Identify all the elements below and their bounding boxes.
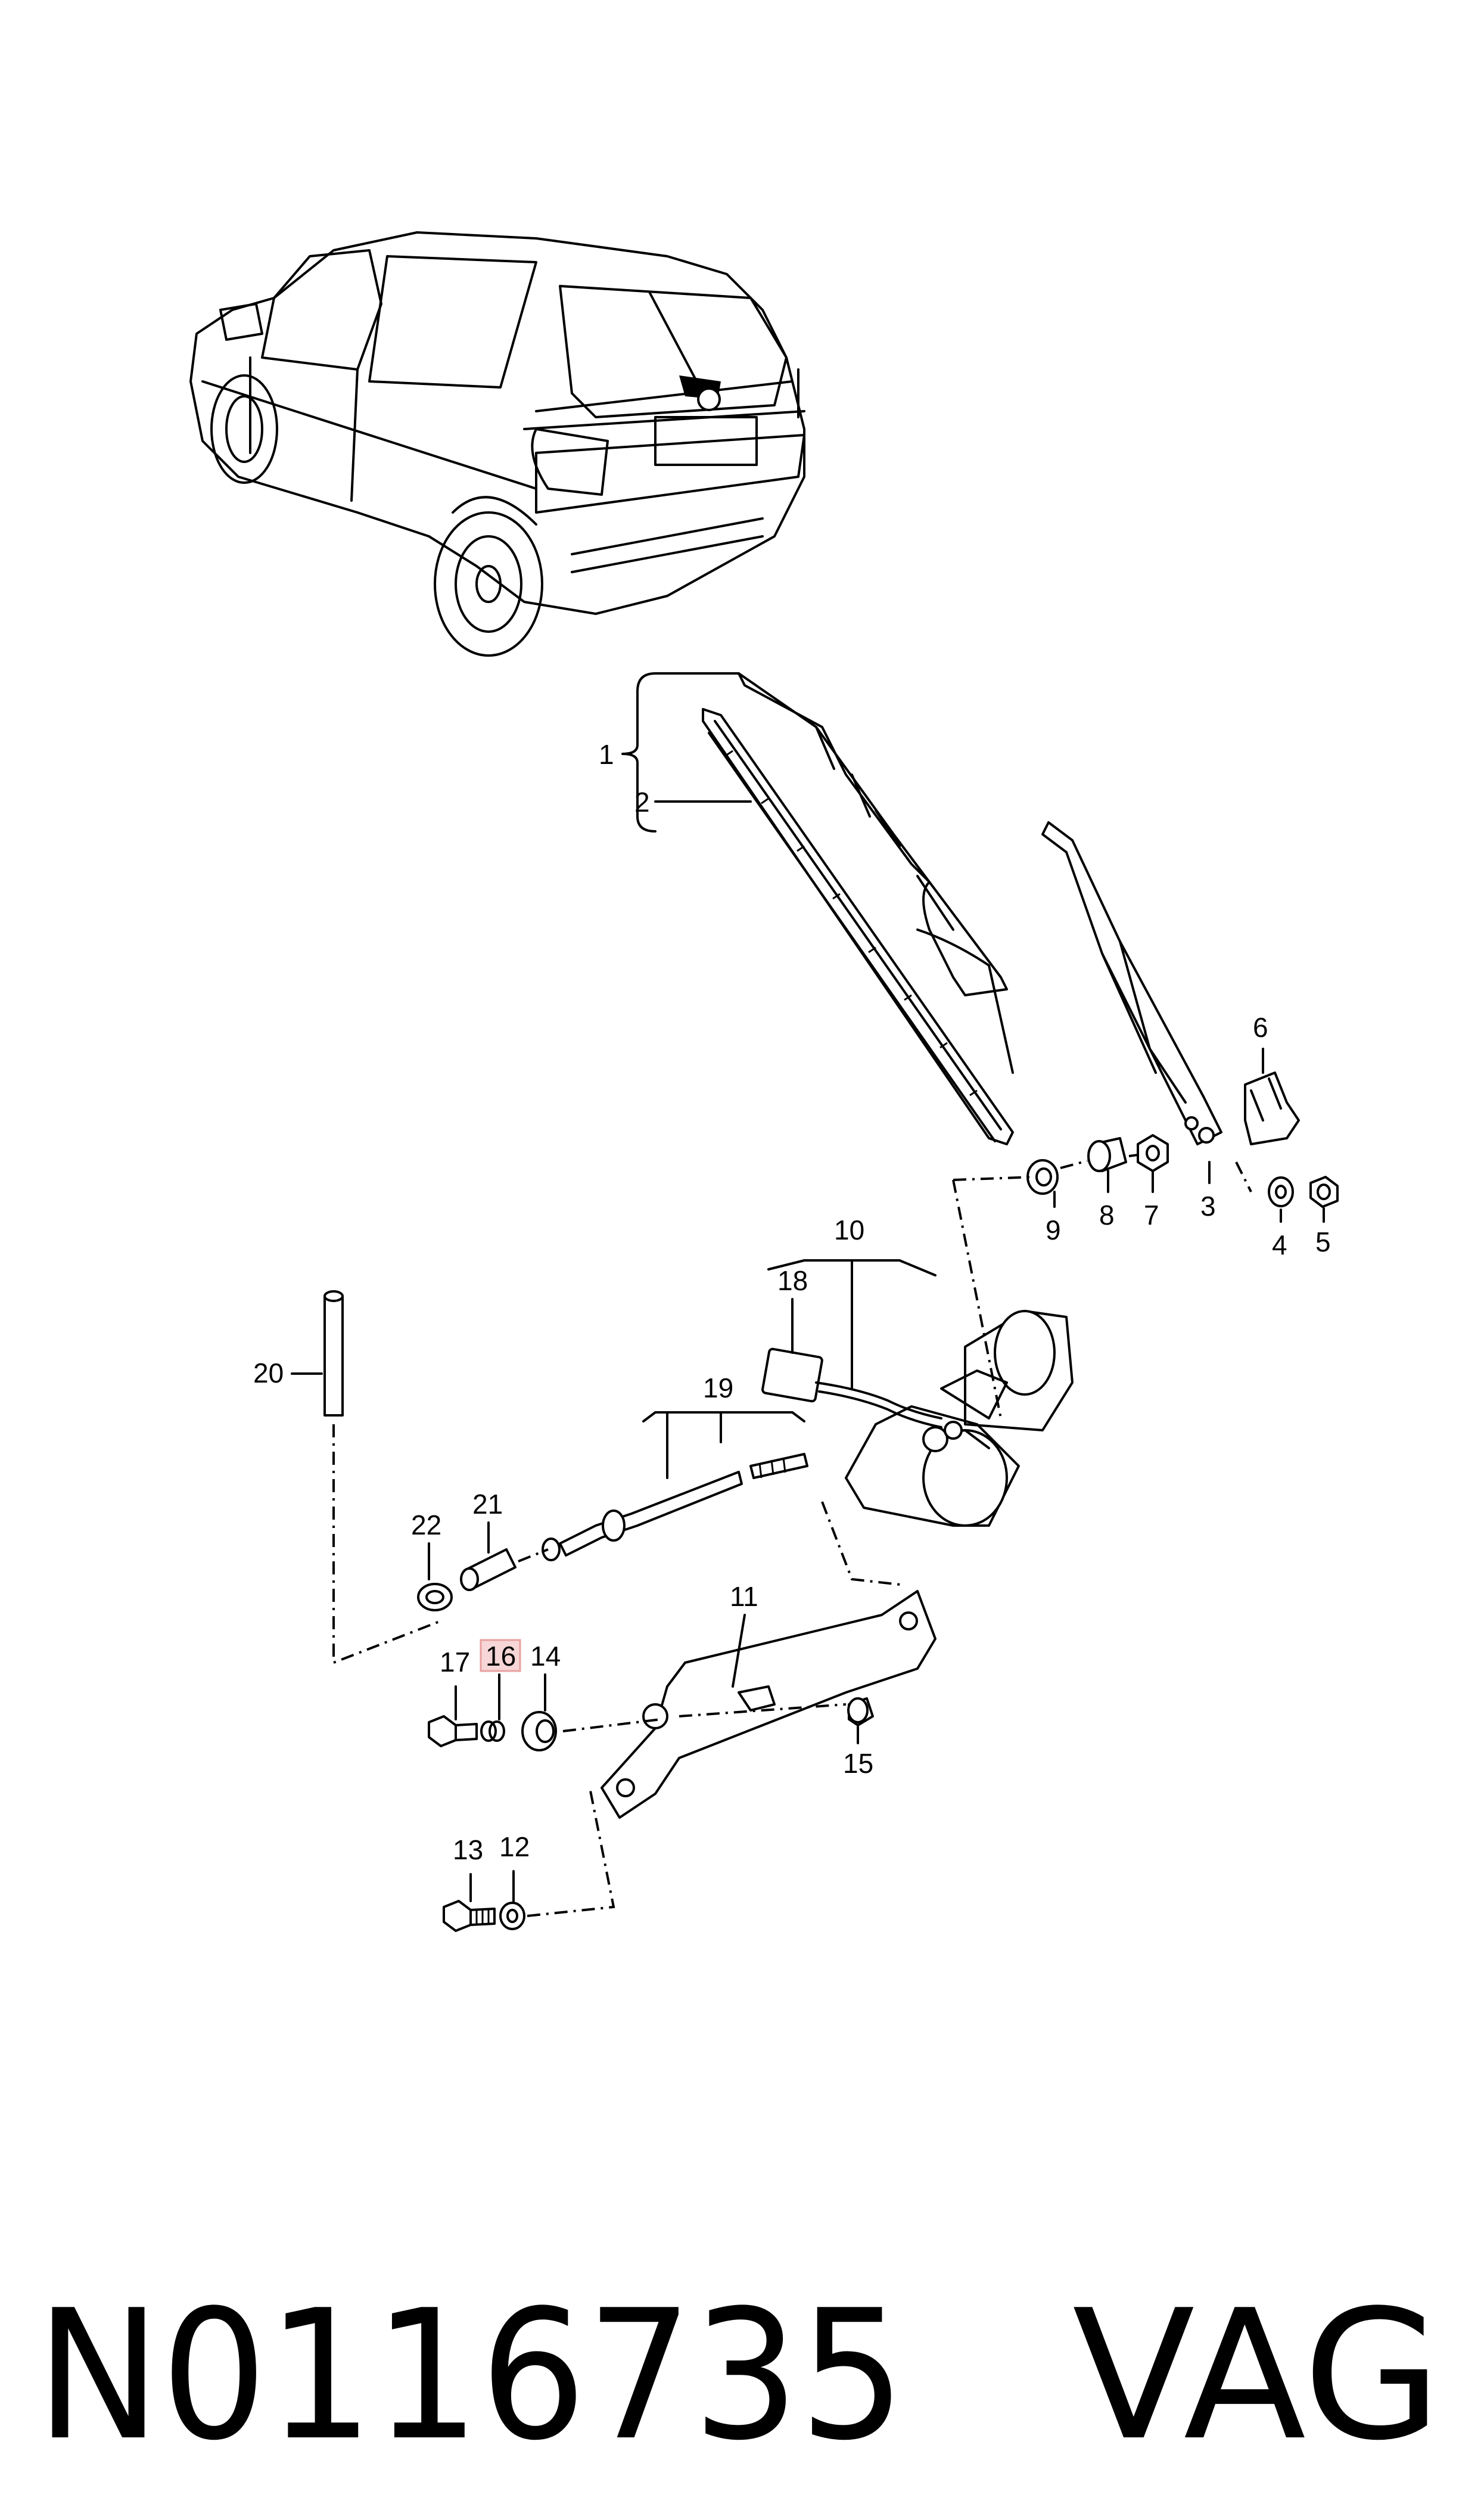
rod-part-20 — [323, 1290, 441, 1664]
callout-20: 20 — [253, 1358, 284, 1389]
callout-6: 6 — [1253, 1012, 1268, 1043]
callout-1: 1 — [599, 739, 614, 770]
callout-4: 4 — [1272, 1229, 1287, 1260]
callout-2: 2 — [634, 787, 650, 818]
callout-5: 5 — [1315, 1226, 1331, 1257]
callout-17: 17 — [440, 1647, 470, 1678]
callout-10: 10 — [834, 1215, 864, 1245]
seal-part-19 — [542, 1453, 808, 1561]
callout-8: 8 — [1099, 1200, 1115, 1231]
callout-3: 3 — [1200, 1191, 1216, 1222]
hardware-washers-nuts — [953, 1134, 1339, 1208]
leader-lines — [291, 672, 1325, 1902]
callout-7: 7 — [1144, 1200, 1159, 1231]
callout-labels: 1 2 6 3 4 5 7 8 9 10 18 19 20 21 22 11 1… — [253, 739, 1331, 1865]
callout-22: 22 — [411, 1509, 441, 1540]
callout-16: 16 — [486, 1641, 516, 1672]
callout-21: 21 — [472, 1489, 503, 1520]
footer: N0116735 VAG — [36, 2272, 1442, 2480]
connector-part-18 — [761, 1347, 942, 1428]
wiper-motor-part-10 — [845, 1179, 1074, 1527]
callout-14: 14 — [530, 1641, 561, 1672]
wiper-arm — [1041, 821, 1222, 1145]
callout-12: 12 — [499, 1831, 530, 1862]
part-number: N0116735 — [36, 2272, 906, 2480]
wiper-blade-assembly — [702, 672, 1014, 1145]
bracket-part-11 — [601, 1501, 937, 1819]
brand-name: VAG — [1072, 2272, 1442, 2480]
callout-19: 19 — [703, 1372, 733, 1403]
callout-9: 9 — [1046, 1215, 1061, 1245]
callout-15: 15 — [843, 1748, 873, 1779]
callout-16-highlight — [480, 1639, 521, 1672]
cap-part-6 — [1244, 1071, 1300, 1145]
fasteners-12-17 — [428, 1697, 874, 1932]
bushing-parts-21-22 — [417, 1548, 549, 1611]
car-illustration — [189, 231, 805, 657]
callout-13: 13 — [453, 1834, 483, 1865]
callout-11: 11 — [730, 1581, 758, 1612]
callout-18: 18 — [777, 1265, 808, 1296]
